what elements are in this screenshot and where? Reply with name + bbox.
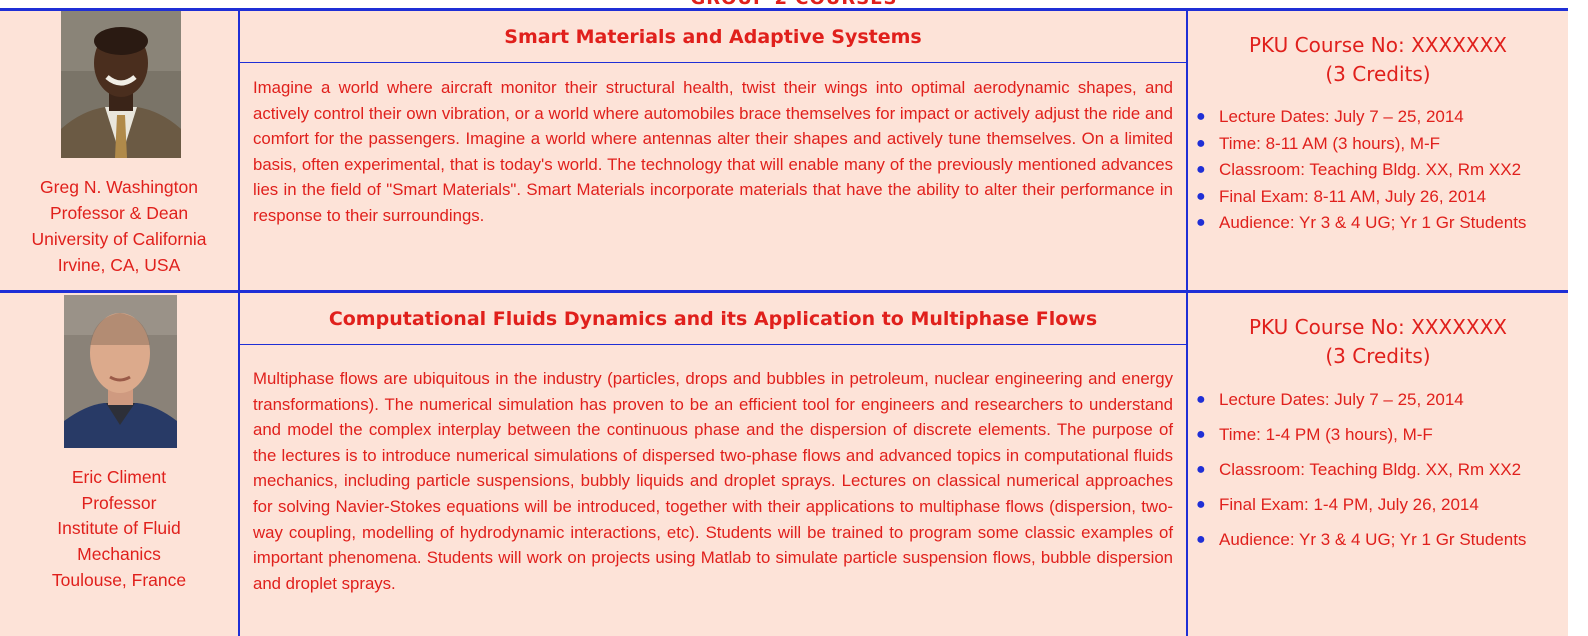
detail-lecture-dates: Lecture Dates: July 7 – 25, 2014 bbox=[1219, 107, 1464, 126]
list-item: ● Time: 8-11 AM (3 hours), M-F bbox=[1188, 131, 1568, 158]
list-item: ● Classroom: Teaching Bldg. XX, Rm XX2 bbox=[1188, 157, 1568, 184]
detail-classroom: Classroom: Teaching Bldg. XX, Rm XX2 bbox=[1219, 160, 1522, 179]
faculty-photo bbox=[64, 295, 177, 448]
course-credits: (3 Credits) bbox=[1325, 62, 1431, 86]
faculty-affiliation-line-2: Mechanics bbox=[77, 544, 161, 564]
bullet-icon: ● bbox=[1196, 161, 1206, 178]
faculty-name: Eric Climent bbox=[71, 467, 167, 487]
course-row: Greg N. Washington Professor & Dean Univ… bbox=[0, 8, 1568, 292]
faculty-affiliation-line-1: Institute of Fluid bbox=[57, 518, 181, 538]
section-title: GROUP 2 COURSES bbox=[0, 0, 1588, 9]
detail-final-exam: Final Exam: 1-4 PM, July 26, 2014 bbox=[1219, 495, 1479, 514]
course-details-list: ● Lecture Dates: July 7 – 25, 2014 ● Time:… bbox=[1188, 382, 1568, 557]
faculty-title: Professor bbox=[81, 493, 157, 513]
course-description-column: Smart Materials and Adaptive Systems Ima… bbox=[238, 11, 1188, 292]
detail-time: Time: 8-11 AM (3 hours), M-F bbox=[1219, 133, 1441, 153]
detail-audience: Audience: Yr 3 & 4 UG; Yr 1 Gr Students bbox=[1219, 530, 1527, 549]
course-number: PKU Course No: XXXXXXX bbox=[1248, 33, 1508, 57]
faculty-affiliation: University of California bbox=[31, 229, 207, 249]
detail-audience: Audience: Yr 3 & 4 UG; Yr 1 Gr Students bbox=[1219, 213, 1527, 232]
faculty-photo bbox=[61, 11, 181, 158]
detail-final-exam: Final Exam: 8-11 AM, July 26, 2014 bbox=[1219, 186, 1487, 206]
list-item: ● Final Exam: 1-4 PM, July 26, 2014 bbox=[1188, 487, 1568, 522]
bullet-icon: ● bbox=[1196, 108, 1206, 125]
course-info-column: PKU Course No: XXXXXXX (3 Credits) ● Lect… bbox=[1188, 293, 1568, 636]
detail-time: Time: 1-4 PM (3 hours), M-F bbox=[1219, 425, 1433, 444]
faculty-title: Professor & Dean bbox=[49, 203, 189, 223]
course-credits: (3 Credits) bbox=[1325, 344, 1431, 368]
list-item: ● Audience: Yr 3 & 4 UG; Yr 1 Gr Students bbox=[1188, 210, 1568, 237]
faculty-name: Greg N. Washington bbox=[40, 177, 198, 197]
detail-lecture-dates: Lecture Dates: July 7 – 25, 2014 bbox=[1219, 390, 1464, 409]
bullet-icon: ● bbox=[1196, 461, 1206, 478]
list-item: ● Classroom: Teaching Bldg. XX, Rm XX2 bbox=[1188, 452, 1568, 487]
faculty-column: Eric Climent Professor Institute of Flui… bbox=[0, 293, 238, 636]
course-title: Computational Fluids Dynamics and its Ap… bbox=[240, 293, 1186, 345]
list-item: ● Audience: Yr 3 & 4 UG; Yr 1 Gr Students bbox=[1188, 522, 1568, 557]
course-info-column: PKU Course No: XXXXXXX (3 Credits) ● Lect… bbox=[1188, 11, 1568, 292]
course-row: Eric Climent Professor Institute of Flui… bbox=[0, 290, 1568, 636]
list-item: ● Final Exam: 8-11 AM, July 26, 2014 bbox=[1188, 184, 1568, 211]
bullet-icon: ● bbox=[1196, 531, 1206, 548]
list-item: ● Time: 1-4 PM (3 hours), M-F bbox=[1188, 417, 1568, 452]
list-item: ● Lecture Dates: July 7 – 25, 2014 bbox=[1188, 382, 1568, 417]
bullet-icon: ● bbox=[1196, 187, 1206, 205]
course-title: Smart Materials and Adaptive Systems bbox=[240, 11, 1186, 63]
detail-classroom: Classroom: Teaching Bldg. XX, Rm XX2 bbox=[1219, 460, 1522, 479]
bullet-icon: ● bbox=[1196, 134, 1206, 152]
bullet-icon: ● bbox=[1196, 426, 1206, 443]
bullet-icon: ● bbox=[1196, 391, 1206, 408]
faculty-location: Toulouse, France bbox=[51, 570, 187, 590]
bullet-icon: ● bbox=[1196, 496, 1206, 513]
faculty-location: Irvine, CA, USA bbox=[57, 255, 181, 275]
course-description: Multiphase flows are ubiquitous in the i… bbox=[253, 369, 1173, 593]
course-details-list: ● Lecture Dates: July 7 – 25, 2014 ● Time:… bbox=[1188, 104, 1568, 237]
bullet-icon: ● bbox=[1196, 214, 1206, 231]
course-description: Imagine a world where aircraft monitor t… bbox=[253, 78, 1173, 225]
course-number: PKU Course No: XXXXXXX bbox=[1248, 315, 1508, 339]
course-description-column: Computational Fluids Dynamics and its Ap… bbox=[238, 293, 1188, 636]
list-item: ● Lecture Dates: July 7 – 25, 2014 bbox=[1188, 104, 1568, 131]
faculty-column: Greg N. Washington Professor & Dean Univ… bbox=[0, 11, 238, 292]
